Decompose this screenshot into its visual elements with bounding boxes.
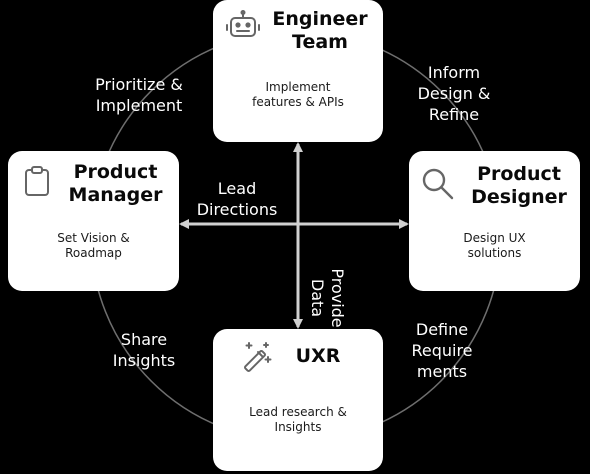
label-provide-data: Provide Data xyxy=(308,268,347,328)
card-title: Engineer Team xyxy=(272,8,368,53)
card-description: Set Vision & Roadmap xyxy=(57,231,130,260)
search-icon xyxy=(421,167,455,205)
label-define-requirements: Define Require ments xyxy=(411,320,473,381)
card-title: Product Manager xyxy=(68,161,163,206)
uxr-card: UXR Lead research & Insights xyxy=(213,329,383,471)
engineer-team-card: Engineer Team Implement features & APIs xyxy=(213,0,383,142)
product-designer-card: Product Designer Design UX solutions xyxy=(409,151,580,291)
card-title: Product Designer xyxy=(471,163,567,208)
product-manager-card: Product Manager Set Vision & Roadmap xyxy=(8,151,179,291)
card-description: Implement features & APIs xyxy=(252,80,344,109)
card-title: UXR xyxy=(295,345,341,367)
label-lead-directions: Lead Directions xyxy=(196,179,278,219)
label-inform-design-refine: Inform Design & Refine xyxy=(417,63,491,124)
label-prioritize-implement: Prioritize & Implement xyxy=(95,75,183,115)
robot-icon xyxy=(225,10,261,46)
card-description: Lead research & Insights xyxy=(249,405,347,434)
card-description: Design UX solutions xyxy=(463,231,526,260)
label-share-insights: Share Insights xyxy=(112,330,176,370)
clipboard-icon xyxy=(24,165,50,201)
magic-wand-icon xyxy=(241,341,273,377)
